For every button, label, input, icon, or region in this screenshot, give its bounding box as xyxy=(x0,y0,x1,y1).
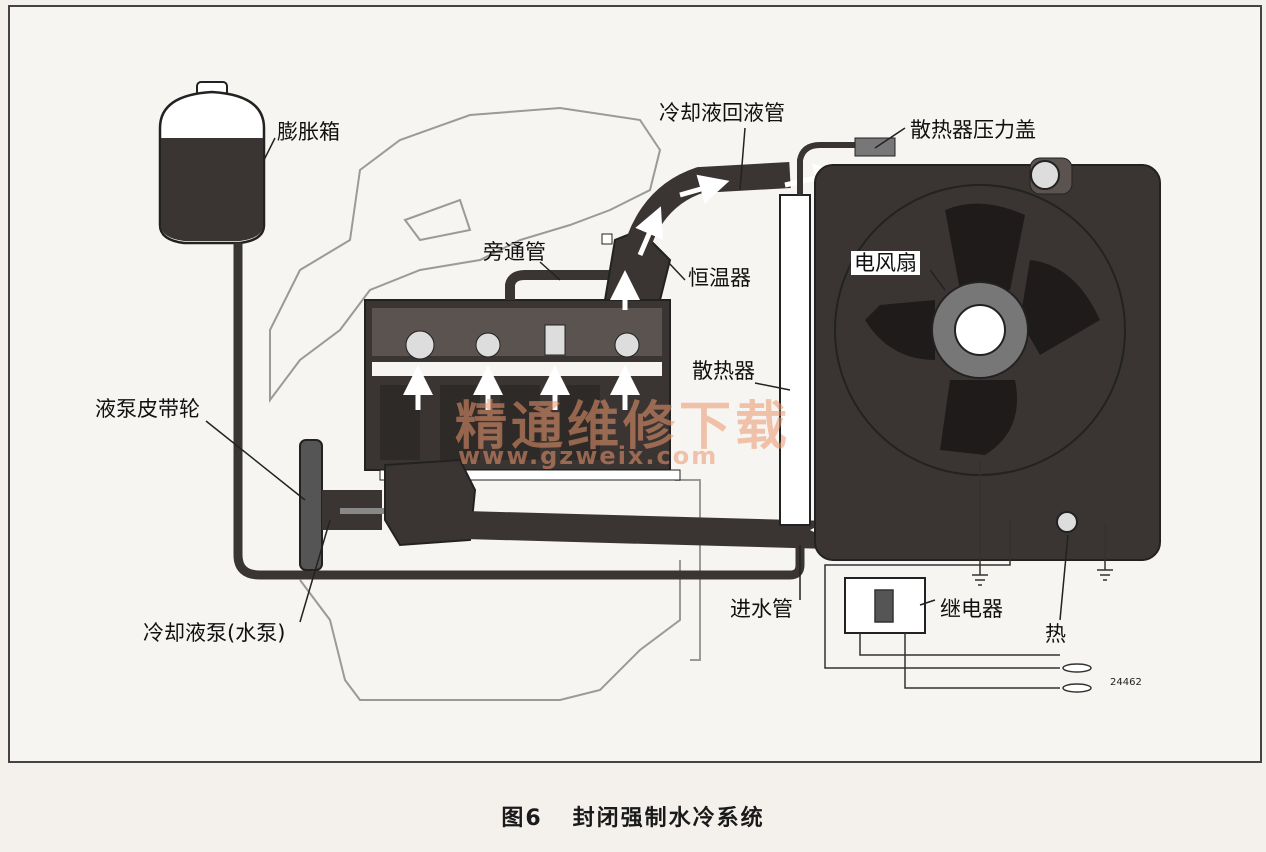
engine-outline xyxy=(269,106,701,701)
label-electric-fan: 电风扇 xyxy=(851,251,920,275)
coolant-pump xyxy=(299,439,477,571)
label-inlet-pipe: 进水管 xyxy=(730,597,793,621)
caption-title: 封闭强制水冷系统 xyxy=(572,806,765,831)
label-relay: 继电器 xyxy=(940,597,1003,621)
caption-number: 图6 xyxy=(501,806,543,831)
expansion-tank xyxy=(158,81,266,245)
label-thermostat: 恒温器 xyxy=(688,266,751,290)
label-coolant-pump: 冷却液泵(水泵) xyxy=(143,621,286,645)
label-return-pipe: 冷却液回液管 xyxy=(659,101,785,125)
relay-circuit xyxy=(824,460,1113,693)
engine-block xyxy=(364,299,681,481)
figure-code: 24462 xyxy=(1110,677,1142,688)
electric-fan xyxy=(834,184,1126,476)
label-radiator: 散热器 xyxy=(692,359,755,383)
bypass-pipe xyxy=(505,270,610,300)
label-bypass-pipe: 旁通管 xyxy=(483,240,546,264)
label-pump-pulley: 液泵皮带轮 xyxy=(95,397,200,421)
figure-caption: 图6 封闭强制水冷系统 xyxy=(0,800,1266,832)
label-thermo-switch: 热 xyxy=(1045,622,1066,646)
watermark-url: www.gzweix.com xyxy=(458,442,719,470)
inlet-pipe xyxy=(464,511,831,549)
label-expansion-tank: 膨胀箱 xyxy=(277,120,340,144)
leader-lines xyxy=(205,127,1069,623)
label-radiator-cap: 散热器压力盖 xyxy=(910,118,1036,142)
watermark-main: 精通维修下载 xyxy=(455,397,792,457)
